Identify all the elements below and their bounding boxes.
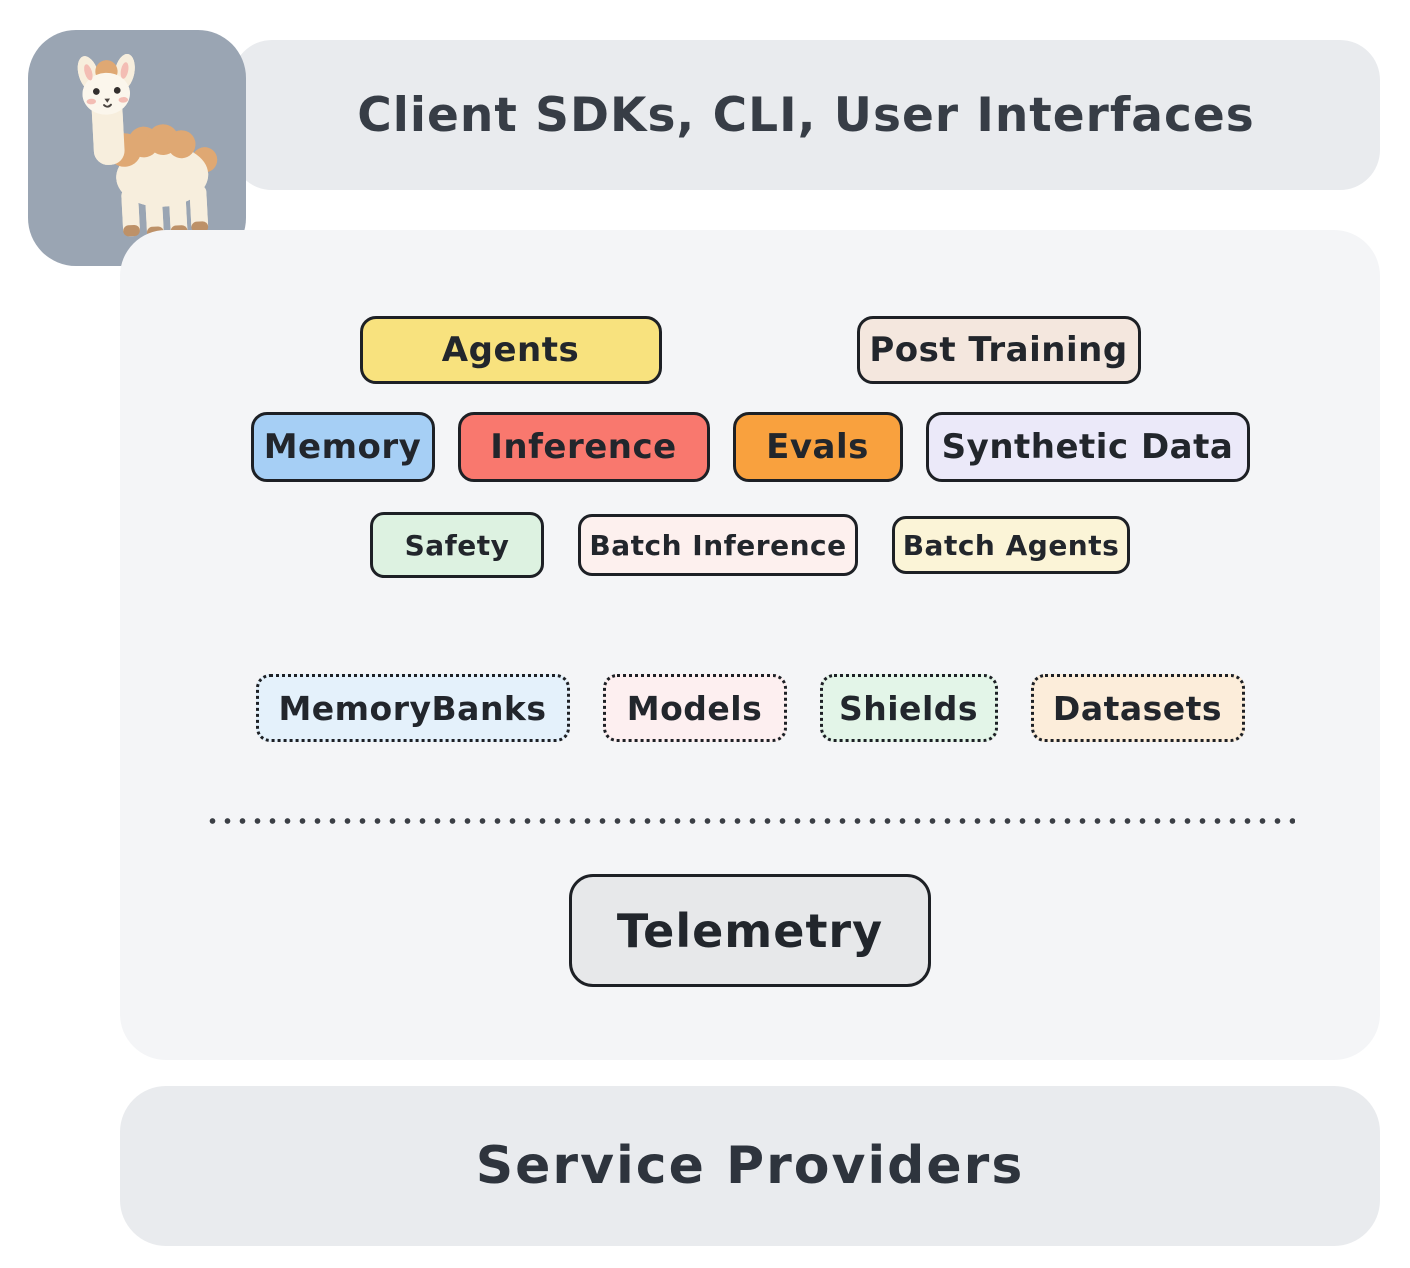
chip-inference: Inference [457, 412, 710, 482]
llama-icon [41, 44, 233, 251]
client-layer-banner: Client SDKs, CLI, User Interfaces [232, 40, 1380, 190]
api-row-2: Memory Inference Evals Synthetic Data [250, 412, 1250, 482]
chip-batch-inference: Batch Inference [578, 514, 858, 576]
dotted-divider [205, 818, 1295, 824]
llama-logo [28, 30, 246, 266]
chip-evals: Evals [732, 412, 903, 482]
chip-agents: Agents [359, 316, 662, 384]
chip-safety: Safety [370, 512, 544, 578]
telemetry-box: Telemetry [569, 874, 931, 987]
api-row-1: Agents Post Training [359, 316, 1141, 384]
api-row-3: Safety Batch Inference Batch Agents [370, 512, 1130, 578]
registry-row: MemoryBanks Models Shields Datasets [255, 674, 1245, 742]
chip-shields: Shields [819, 674, 998, 742]
chip-memory: Memory [250, 412, 435, 482]
llama-stack-panel: Agents Post Training Memory Inference Ev… [120, 230, 1380, 1060]
chip-post-training: Post Training [856, 316, 1141, 384]
chip-models: Models [602, 674, 787, 742]
llama-face [84, 62, 209, 238]
service-providers-label: Service Providers [475, 1136, 1025, 1196]
chip-datasets: Datasets [1030, 674, 1245, 742]
service-providers-banner: Service Providers [120, 1086, 1380, 1246]
chip-memory-banks: MemoryBanks [255, 674, 570, 742]
chip-synthetic-data: Synthetic Data [925, 412, 1250, 482]
chip-batch-agents: Batch Agents [892, 516, 1130, 574]
client-layer-label: Client SDKs, CLI, User Interfaces [357, 87, 1255, 143]
